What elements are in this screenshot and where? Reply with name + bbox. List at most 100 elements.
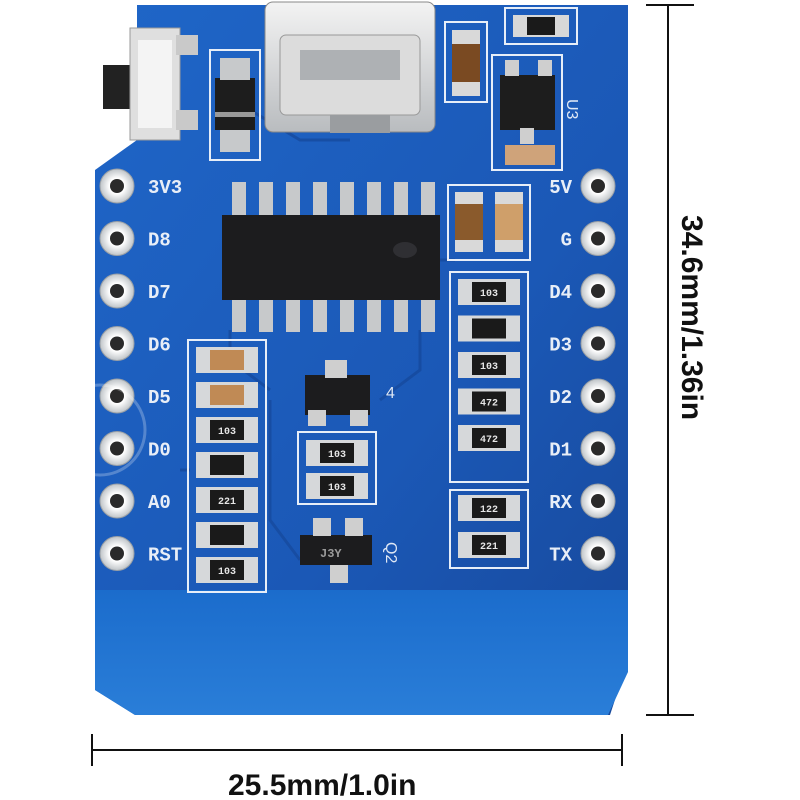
voltage-regulator: U3 xyxy=(491,54,580,171)
chip-pin xyxy=(367,298,381,332)
top-capacitor xyxy=(444,21,488,103)
chip-pin xyxy=(421,182,435,216)
right-resistor-array: 103 103 472 472 122 221 xyxy=(449,271,529,569)
left-pin-label: 3V3 xyxy=(148,177,182,199)
smd-resistor: 103 xyxy=(196,557,258,583)
smd-resistor: 221 xyxy=(196,487,258,513)
pin-hole xyxy=(110,389,124,403)
chip-pin xyxy=(340,182,354,216)
watermark xyxy=(53,338,742,477)
left-pin-label: D7 xyxy=(148,282,171,304)
chip-pin xyxy=(367,182,381,216)
center-resistor-array: 103 103 xyxy=(297,431,377,505)
reset-switch xyxy=(103,27,198,141)
transistor-label: J3Y xyxy=(320,547,342,561)
svg-text:103: 103 xyxy=(218,567,236,578)
right-pin-label: RX xyxy=(549,492,572,514)
smd-resistor: 472 xyxy=(458,425,520,451)
left-pin-label: D0 xyxy=(148,440,171,462)
top-resistor xyxy=(504,7,578,45)
pin-hole xyxy=(591,389,605,403)
pin-hole xyxy=(110,336,124,351)
right-pin-label: 5V xyxy=(549,177,572,199)
antenna-area xyxy=(95,590,628,715)
chip-pin xyxy=(286,182,300,216)
pin-hole xyxy=(110,441,124,456)
pin-hole xyxy=(591,231,605,246)
height-label: 34.6mm/1.36in xyxy=(675,215,708,420)
pin-hole xyxy=(110,546,124,561)
smd-resistor: 103 xyxy=(306,473,368,499)
left-pin-label: A0 xyxy=(148,492,171,514)
power-capacitors xyxy=(447,184,531,261)
q2-transistor: J3Y Q2 xyxy=(300,518,399,583)
u3-label: U3 xyxy=(563,99,580,120)
chip-pin xyxy=(232,298,246,332)
smd-resistor xyxy=(458,315,520,342)
pin-hole xyxy=(110,231,124,246)
center-transistor: 4 xyxy=(305,360,395,426)
pin-hole xyxy=(591,546,605,561)
svg-text:221: 221 xyxy=(480,542,498,553)
smd-resistor xyxy=(196,522,258,548)
chip-pin xyxy=(313,298,327,332)
smd-resistor: 103 xyxy=(458,279,520,305)
smd-resistor: 103 xyxy=(458,352,520,378)
micro-usb-connector xyxy=(264,1,436,133)
svg-text:472: 472 xyxy=(480,399,498,410)
svg-text:472: 472 xyxy=(480,435,498,446)
right-pin-label: D1 xyxy=(549,440,572,462)
right-pin-label: D4 xyxy=(549,282,572,304)
chip-pin xyxy=(394,182,408,216)
chip-pin xyxy=(340,298,354,332)
left-pin-label: RST xyxy=(148,545,182,567)
smd-resistor: 221 xyxy=(458,532,520,558)
svg-text:221: 221 xyxy=(218,497,236,508)
smd-resistor: 472 xyxy=(458,388,520,415)
left-pin-label: D5 xyxy=(148,387,171,409)
smd-resistor xyxy=(196,347,258,373)
pin-hole xyxy=(110,284,124,298)
smd-resistor: 103 xyxy=(196,417,258,443)
svg-text:103: 103 xyxy=(328,450,346,461)
width-dimension: 25.5mm/1.0in xyxy=(91,734,623,800)
pin-hole xyxy=(591,441,605,456)
pin-hole xyxy=(591,336,605,351)
right-pin-label: TX xyxy=(549,545,572,567)
left-pin-label: D6 xyxy=(148,335,171,357)
pin-hole xyxy=(591,179,605,193)
right-pin-label: D3 xyxy=(549,335,572,357)
chip-pin xyxy=(232,182,246,216)
right-pin-label: D2 xyxy=(549,387,572,409)
svg-text:103: 103 xyxy=(480,289,498,300)
chip-pin xyxy=(394,298,408,332)
svg-text:103: 103 xyxy=(328,483,346,494)
q2-label: Q2 xyxy=(382,542,399,563)
svg-text:4: 4 xyxy=(386,385,395,402)
pin-hole xyxy=(591,284,605,298)
height-dimension: 34.6mm/1.36in xyxy=(646,4,708,716)
smd-resistor xyxy=(196,452,258,478)
svg-text:103: 103 xyxy=(218,427,236,438)
smd-resistor xyxy=(196,382,258,408)
diode xyxy=(209,49,261,161)
right-pin-label: G xyxy=(561,230,572,252)
pin-hole xyxy=(110,179,124,193)
left-pin-label: D8 xyxy=(148,230,171,252)
width-label: 25.5mm/1.0in xyxy=(228,769,416,800)
pin-hole xyxy=(591,494,605,508)
chip-pin xyxy=(259,182,273,216)
svg-text:122: 122 xyxy=(480,505,498,516)
chip-pin xyxy=(421,298,435,332)
smd-resistor: 103 xyxy=(306,440,368,466)
usb-serial-chip xyxy=(222,182,440,332)
chip-pin xyxy=(313,182,327,216)
smd-resistor: 122 xyxy=(458,495,520,521)
chip-pin xyxy=(259,298,273,332)
chip-pin xyxy=(286,298,300,332)
svg-text:103: 103 xyxy=(480,362,498,373)
pin-hole xyxy=(110,494,124,508)
